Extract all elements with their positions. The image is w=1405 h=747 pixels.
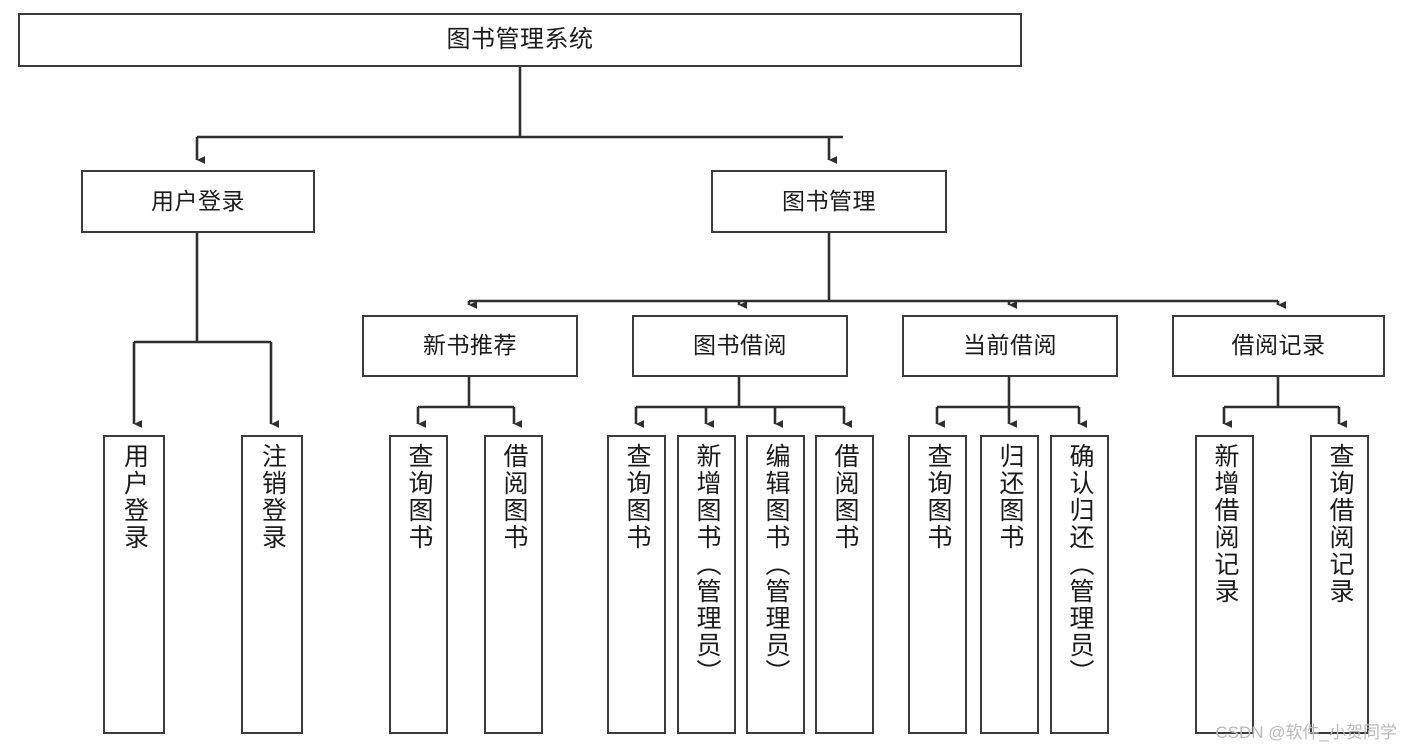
node-borrow-record-label: 借阅记录 [1231,332,1326,359]
node-leaf-user-login-label: 用户登录 [120,443,149,551]
node-leaf-borrow-book-1[interactable]: 借阅图书 [484,435,543,734]
node-leaf-add-borrow-record[interactable]: 新增借阅记录 [1195,435,1254,734]
node-leaf-query-book-1-label: 查询图书 [405,443,433,551]
node-current-borrow[interactable]: 当前借阅 [902,315,1118,377]
node-book-manage[interactable]: 图书管理 [711,170,947,233]
node-leaf-query-borrow-record[interactable]: 查询借阅记录 [1310,435,1369,734]
node-book-borrow[interactable]: 图书借阅 [632,315,848,377]
node-root-label: 图书管理系统 [446,25,594,53]
node-leaf-borrow-book-2-label: 借阅图书 [831,443,859,551]
node-leaf-add-borrow-record-label: 新增借阅记录 [1211,443,1239,605]
node-leaf-add-book-admin[interactable]: 新增图书（管理员） [677,435,736,734]
node-new-book-recommend[interactable]: 新书推荐 [362,315,578,377]
node-leaf-edit-book-admin[interactable]: 编辑图书（管理员） [746,435,805,734]
node-leaf-return-book[interactable]: 归还图书 [980,435,1039,734]
node-leaf-query-book-2[interactable]: 查询图书 [607,435,666,734]
node-leaf-user-login[interactable]: 用户登录 [103,435,165,734]
node-book-borrow-label: 图书借阅 [693,332,787,359]
node-leaf-logout-login-label: 注销登录 [258,443,287,551]
node-leaf-borrow-book-2[interactable]: 借阅图书 [815,435,874,734]
node-leaf-confirm-return-admin-label: 确认归还（管理员） [1066,443,1094,686]
node-leaf-add-book-admin-label: 新增图书（管理员） [693,443,721,686]
node-leaf-query-book-1[interactable]: 查询图书 [389,435,448,734]
node-user-login-label: 用户登录 [151,187,245,214]
node-leaf-confirm-return-admin[interactable]: 确认归还（管理员） [1050,435,1109,734]
node-leaf-logout-login[interactable]: 注销登录 [241,435,303,734]
node-borrow-record[interactable]: 借阅记录 [1172,315,1385,377]
node-root[interactable]: 图书管理系统 [18,13,1022,67]
node-book-manage-label: 图书管理 [782,187,876,214]
node-new-book-recommend-label: 新书推荐 [423,332,517,359]
node-leaf-edit-book-admin-label: 编辑图书（管理员） [762,443,790,686]
node-leaf-borrow-book-1-label: 借阅图书 [500,443,528,551]
node-user-login[interactable]: 用户登录 [81,170,315,233]
node-leaf-query-book-2-label: 查询图书 [623,443,651,551]
node-leaf-query-book-3-label: 查询图书 [924,443,952,551]
node-leaf-return-book-label: 归还图书 [996,443,1024,551]
node-current-borrow-label: 当前借阅 [963,332,1057,359]
node-leaf-query-borrow-record-label: 查询借阅记录 [1326,443,1354,605]
node-leaf-query-book-3[interactable]: 查询图书 [908,435,967,734]
